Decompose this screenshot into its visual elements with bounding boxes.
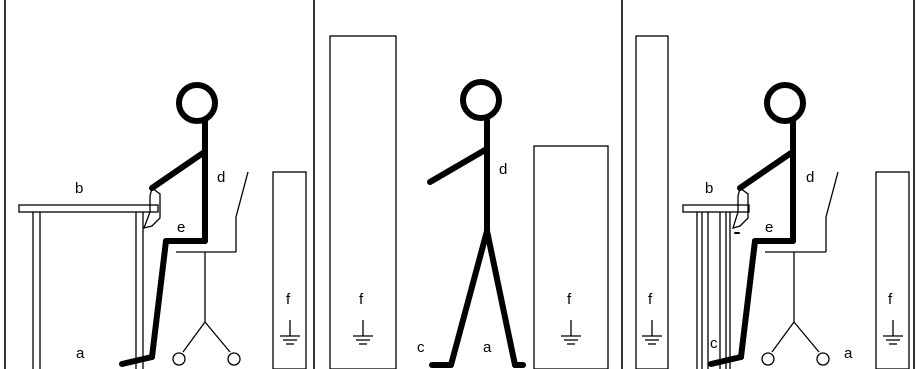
panel-3-sitting: b d e f f c a	[635, 35, 910, 369]
label-f-right: f	[567, 291, 572, 308]
label-c: c	[710, 335, 718, 352]
label-f-left: f	[359, 291, 364, 308]
desk	[682, 204, 750, 369]
label-b: b	[705, 180, 713, 197]
chair	[761, 171, 839, 366]
label-a: a	[76, 345, 85, 362]
desk	[18, 204, 159, 369]
forearm-outline	[142, 186, 161, 229]
label-e: e	[177, 219, 185, 236]
panel-frame	[4, 0, 915, 369]
forearm-outline	[732, 186, 749, 229]
label-d: d	[217, 169, 225, 186]
panel-1-sitting: b d e f a	[18, 82, 307, 369]
tall-cabinet	[635, 35, 669, 369]
label-c: c	[417, 339, 425, 356]
label-f-left: f	[648, 291, 653, 308]
tall-cabinet	[329, 35, 397, 369]
short-cabinet	[533, 145, 609, 369]
label-d: d	[499, 161, 507, 178]
chair	[172, 171, 249, 366]
label-f-right: f	[888, 291, 893, 308]
seated-person	[708, 82, 806, 367]
label-e: e	[765, 219, 773, 236]
label-a: a	[844, 345, 853, 362]
label-d: d	[806, 169, 814, 186]
label-a: a	[483, 339, 492, 356]
seated-person	[119, 82, 218, 367]
panel-2-walking: d f f c a	[329, 35, 609, 369]
label-b: b	[75, 180, 83, 197]
grounded-cabinet	[272, 171, 307, 369]
label-f: f	[286, 291, 291, 308]
walking-person	[427, 79, 526, 368]
grounded-cabinet	[875, 171, 910, 369]
